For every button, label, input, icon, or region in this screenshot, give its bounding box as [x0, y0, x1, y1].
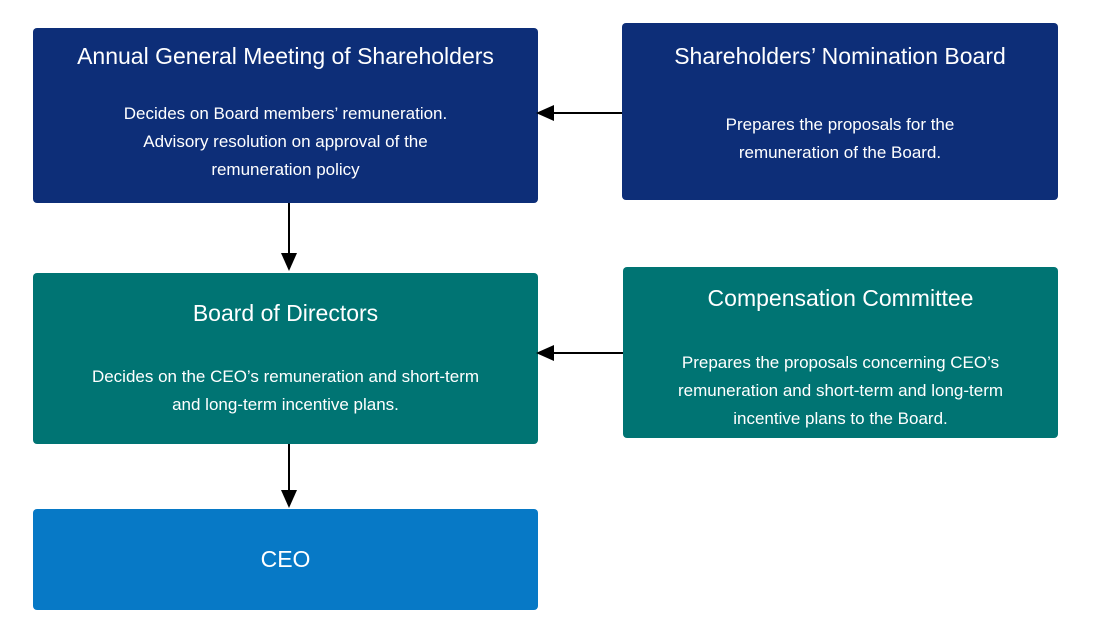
box-annual-general-meeting: Annual General Meeting of Shareholders D…: [33, 28, 538, 203]
body-line: Advisory resolution on approval of the: [143, 132, 428, 151]
arrow-shaft: [288, 203, 290, 257]
body-line: remuneration policy: [211, 160, 360, 179]
box-compensation-committee: Compensation Committee Prepares the prop…: [623, 267, 1058, 438]
box-title-compensation-committee: Compensation Committee: [707, 285, 974, 311]
arrowhead-down-icon: [281, 253, 297, 271]
box-body-board-of-directors: Decides on the CEO’s remuneration and sh…: [33, 363, 538, 419]
arrowhead-down-icon: [281, 490, 297, 508]
body-line: remuneration and short-term and long-ter…: [677, 381, 1004, 400]
box-body-compensation-committee: Prepares the proposals concerning CEO’s …: [623, 349, 1058, 433]
arrow-agm-to-board-of-directors: [281, 203, 297, 271]
box-title-board-of-directors: Board of Directors: [192, 300, 379, 326]
arrow-compensation-committee-to-board-of-directors: [536, 345, 623, 361]
box-board-of-directors: Board of Directors Decides on the CEO’s …: [33, 273, 538, 444]
arrow-shaft: [288, 444, 290, 494]
box-title-ceo: CEO: [260, 546, 311, 572]
box-title-annual-general-meeting: Annual General Meeting of Shareholders: [77, 43, 494, 69]
arrow-shaft: [550, 352, 623, 354]
box-ceo: CEO: [33, 509, 538, 610]
box-shareholders-nomination-board: Shareholders’ Nomination Board Prepares …: [622, 23, 1058, 200]
body-line: Decides on Board members’ remuneration.: [123, 104, 448, 123]
arrow-shaft: [550, 112, 622, 114]
box-body-annual-general-meeting: Decides on Board members’ remuneration. …: [33, 100, 538, 184]
arrow-board-of-directors-to-ceo: [281, 444, 297, 508]
body-line: incentive plans to the Board.: [733, 409, 948, 428]
body-line: Prepares the proposals for the: [725, 115, 955, 134]
arrow-nomination-board-to-agm: [536, 105, 622, 121]
arrowhead-left-icon: [536, 105, 554, 121]
box-body-shareholders-nomination-board: Prepares the proposals for the remunerat…: [622, 111, 1058, 167]
arrowhead-left-icon: [536, 345, 554, 361]
body-line: Decides on the CEO’s remuneration and sh…: [91, 367, 480, 386]
body-line: remuneration of the Board.: [738, 143, 942, 162]
body-line: Prepares the proposals concerning CEO’s: [681, 353, 1000, 372]
box-title-shareholders-nomination-board: Shareholders’ Nomination Board: [674, 43, 1006, 69]
body-line: and long-term incentive plans.: [172, 395, 399, 414]
